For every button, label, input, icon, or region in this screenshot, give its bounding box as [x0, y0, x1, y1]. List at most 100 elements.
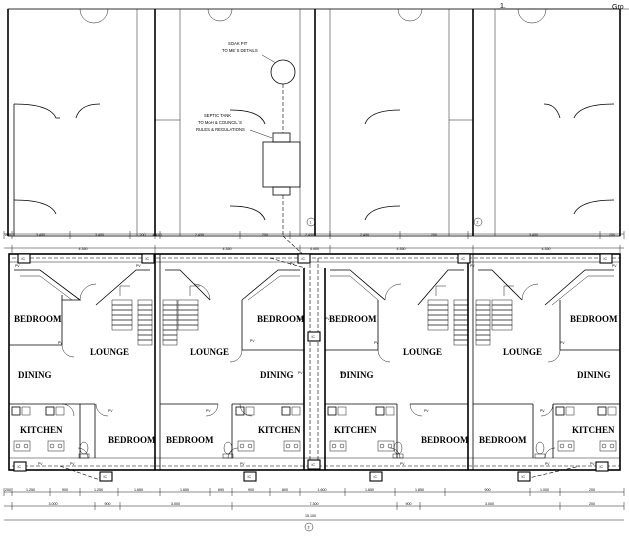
grid-marker-1 [306, 217, 316, 227]
dimension-label: 4.350 [223, 247, 232, 251]
pv-label: PV [340, 371, 345, 375]
pv-label: PV [108, 409, 113, 413]
septic-tank: SEPTIC TANK TO MoH & COUNCIL`S RULES & R… [196, 84, 308, 259]
dimension-label: 4.410 [153, 233, 162, 237]
dimension-label: 4.400 [310, 247, 319, 251]
ic-label: IC [302, 257, 306, 261]
dimension-label: 1.850 [415, 488, 424, 492]
grid-marker-1-label: 1 [310, 221, 312, 225]
ic-label: IC [22, 257, 26, 261]
pv-label: PV [70, 462, 75, 466]
room-label-bedroom-7: BEDROOM [421, 435, 469, 445]
ic-label: IC [248, 475, 252, 479]
room-label-bedroom-5: BEDROOM [108, 435, 156, 445]
dimension-label: 200 [589, 488, 595, 492]
soak-pit-note-line-2: TO ME`S DETAILS [222, 48, 258, 53]
grid-marker-2 [473, 217, 483, 227]
pv-label: PV [400, 462, 405, 466]
grid-marker-3-label: 3 [308, 526, 310, 530]
inspection-chamber-icon: IC [307, 331, 321, 342]
yard-area [7, 8, 621, 237]
dimension-label: 1.650 [365, 488, 374, 492]
pv-label: PV [590, 462, 595, 466]
sheet-corner: 1. Gro [497, 3, 629, 11]
ic-label: IC [312, 463, 316, 467]
inspection-chamber-icon: IC [141, 253, 155, 264]
dimension-label: 900 [485, 488, 491, 492]
pv-label: PV [612, 264, 617, 268]
inspection-chamber-icon: IC [243, 471, 257, 482]
room-label-kitchen-4: KITCHEN [572, 425, 615, 435]
dimension-label: 3.450 [529, 233, 538, 237]
sheet-number: 1. [500, 3, 506, 10]
dimension-label: 1.650 [180, 488, 189, 492]
pv-label: PV [374, 341, 379, 345]
dimension-label: 4.350 [542, 247, 551, 251]
ic-label: IC [600, 465, 604, 469]
room-label-bedroom-8: BEDROOM [479, 435, 527, 445]
room-label-lounge-3: LOUNGE [403, 347, 442, 357]
septic-tank-note-line-3: RULES & REGULATIONS [196, 127, 245, 132]
dimension-label: 3.450 [36, 233, 45, 237]
room-label-bedroom-2: BEDROOM [257, 314, 305, 324]
dimension-label: 200 [609, 233, 615, 237]
septic-tank-note-line-2: TO MoH & COUNCIL`S [198, 120, 242, 125]
dimension-label: 3.000 [485, 502, 494, 506]
room-label-lounge-1: LOUNGE [90, 347, 129, 357]
room-label-dining-4: DINING [577, 370, 611, 380]
room-label-kitchen-1: KITCHEN [20, 425, 63, 435]
dimension-label: 900 [105, 502, 111, 506]
room-label-bedroom-3: BEDROOM [329, 314, 377, 324]
pv-label: PV [545, 462, 550, 466]
dimension-label: 4.350 [79, 247, 88, 251]
dimension-label: 4.350 [397, 247, 406, 251]
ic-label: IC [312, 335, 316, 339]
sheet-corner-label: Gro [612, 4, 624, 11]
room-labels: BEDROOM LOUNGE LOUNGE BEDROOM BEDROOM LO… [14, 314, 618, 445]
dimension-label: 1.600 [318, 488, 327, 492]
dimension-label: 1.000 [540, 488, 549, 492]
dimension-label: 900 [248, 488, 254, 492]
inspection-chamber-icon: IC [307, 459, 321, 470]
pv-label: PV [250, 339, 255, 343]
room-label-bedroom-6: BEDROOM [166, 435, 214, 445]
stairs [111, 285, 514, 346]
room-label-dining-2: DINING [260, 370, 294, 380]
dimension-label: 900 [62, 488, 68, 492]
ic-label: IC [522, 475, 526, 479]
room-label-lounge-2: LOUNGE [190, 347, 229, 357]
inspection-chamber-icon: IC [457, 253, 471, 264]
room-label-bedroom-4: BEDROOM [570, 314, 618, 324]
ic-label: IC [604, 257, 608, 261]
pv-label: PV [540, 409, 545, 413]
grid-marker-2-label: 2 [477, 221, 479, 225]
overall-dimension: 15.100 [305, 514, 316, 518]
dimension-label: 7.300 [310, 502, 319, 506]
dimension-label: 200 [5, 233, 11, 237]
dimension-label: 2.450 [305, 233, 314, 237]
septic-tank-note-line-1: SEPTIC TANK [204, 113, 231, 118]
kitchen-fixtures [11, 406, 617, 459]
dimension-label: 900 [406, 502, 412, 506]
pv-label: PV [240, 462, 245, 466]
dimension-label: 3.000 [49, 502, 58, 506]
drainage-lines [12, 257, 620, 481]
pv-label: PV [206, 409, 211, 413]
doors [61, 283, 561, 459]
dimension-label: 1.250 [26, 488, 35, 492]
pv-label: PV [424, 409, 429, 413]
room-label-kitchen-3: KITCHEN [334, 425, 377, 435]
room-label-kitchen-2: KITCHEN [258, 425, 301, 435]
room-label-bedroom-1: BEDROOM [14, 314, 62, 324]
inspection-chamber-icon: IC [99, 471, 113, 482]
inspection-chamber-icon: IC [599, 253, 613, 264]
dimension-label: 200 [589, 502, 595, 506]
ic-label: IC [146, 257, 150, 261]
dimension-label: 2.450 [360, 233, 369, 237]
pv-label: PV [15, 264, 20, 268]
pv-label: PV [298, 317, 303, 321]
dimension-label: 2.450 [195, 233, 204, 237]
